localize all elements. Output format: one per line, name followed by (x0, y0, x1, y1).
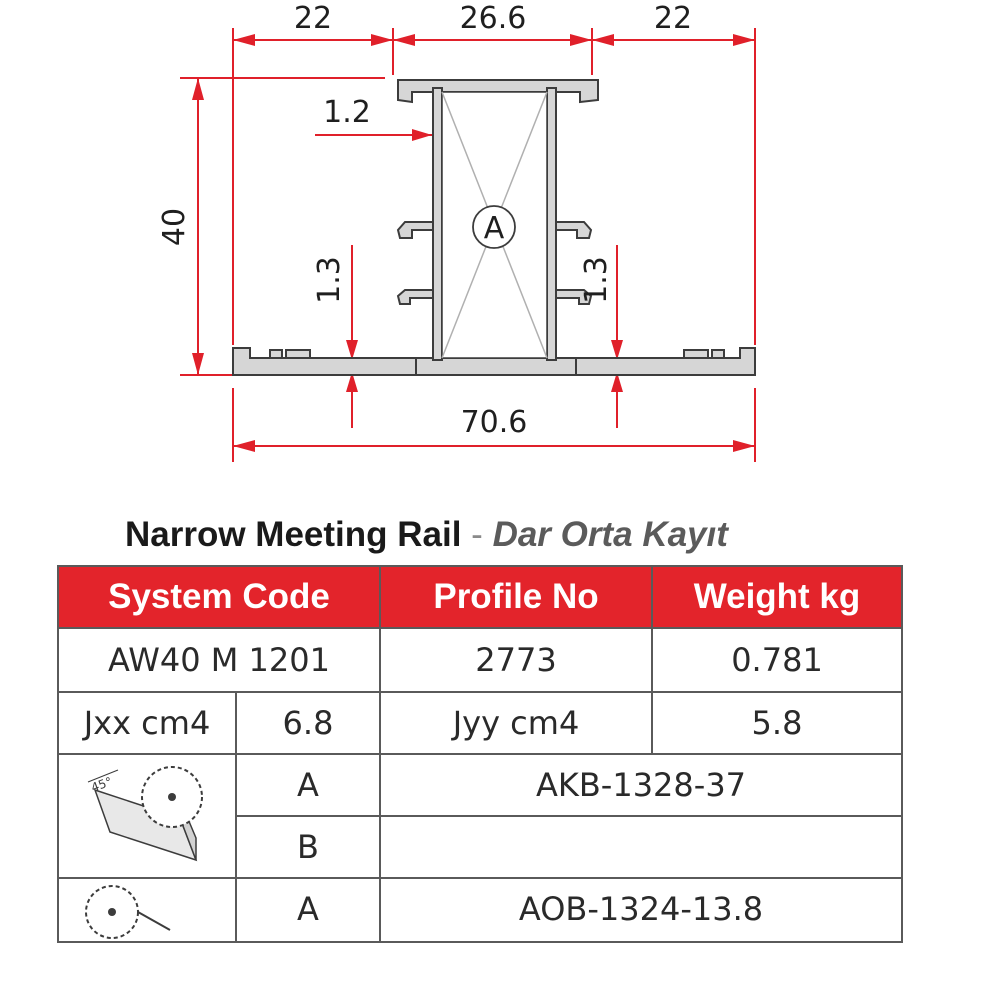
table-border (58, 627, 903, 629)
jyy-value: 5.8 (751, 704, 803, 742)
straight-cut-icon (85, 885, 171, 939)
table-border (651, 565, 653, 754)
table-border (379, 691, 381, 943)
dim-wall-left: 1.3 (312, 256, 347, 304)
dimension-lines (180, 28, 756, 462)
cut45-a-label: A (297, 766, 319, 804)
table-border (58, 753, 903, 755)
dim-top-middle: 26.6 (460, 1, 527, 36)
cut45-b-value (380, 816, 902, 878)
weight-value: 0.781 (731, 641, 823, 679)
jxx-value: 6.8 (282, 704, 334, 742)
table-border (58, 565, 903, 567)
chamber-label: A (484, 211, 505, 246)
dim-total-width: 70.6 (461, 405, 528, 440)
table-border (58, 691, 903, 693)
system-code-value: AW40 M 1201 (108, 641, 330, 679)
table-border (58, 941, 903, 943)
table-border (57, 565, 59, 943)
angle-label: 45° (89, 774, 114, 794)
header-profile-no: Profile No (380, 566, 652, 628)
cut90-a-value: AOB-1324-13.8 (518, 890, 764, 928)
jxx-label: Jxx cm4 (83, 704, 211, 742)
cut45-b-label: B (297, 828, 319, 866)
dim-wall-top: 1.2 (323, 95, 371, 130)
dim-height: 40 (157, 208, 192, 246)
title-subtitle: Dar Orta Kayıt (492, 515, 728, 554)
table-border (235, 691, 237, 943)
cut45-a-value: AKB-1328-37 (535, 766, 747, 804)
header-weight: Weight kg (652, 566, 902, 628)
dim-top-left: 22 (294, 1, 332, 36)
table-border (236, 815, 903, 817)
table-border (901, 565, 903, 943)
page-title: Narrow Meeting Rail - Dar Orta Kayıt (125, 515, 728, 555)
jyy-label: Jyy cm4 (452, 704, 580, 742)
title-separator: - (461, 515, 493, 554)
cut90-a-label: A (297, 890, 319, 928)
dim-wall-right: 1.3 (579, 256, 614, 304)
table-border (379, 565, 381, 692)
title-main: Narrow Meeting Rail (125, 515, 462, 554)
profile-section (232, 79, 756, 376)
header-system-code: System Code (58, 566, 380, 628)
profile-no-value: 2773 (475, 641, 557, 679)
dim-top-right: 22 (654, 1, 692, 36)
miter-cut-45-icon: 45° (87, 766, 203, 862)
table-border (58, 877, 903, 879)
